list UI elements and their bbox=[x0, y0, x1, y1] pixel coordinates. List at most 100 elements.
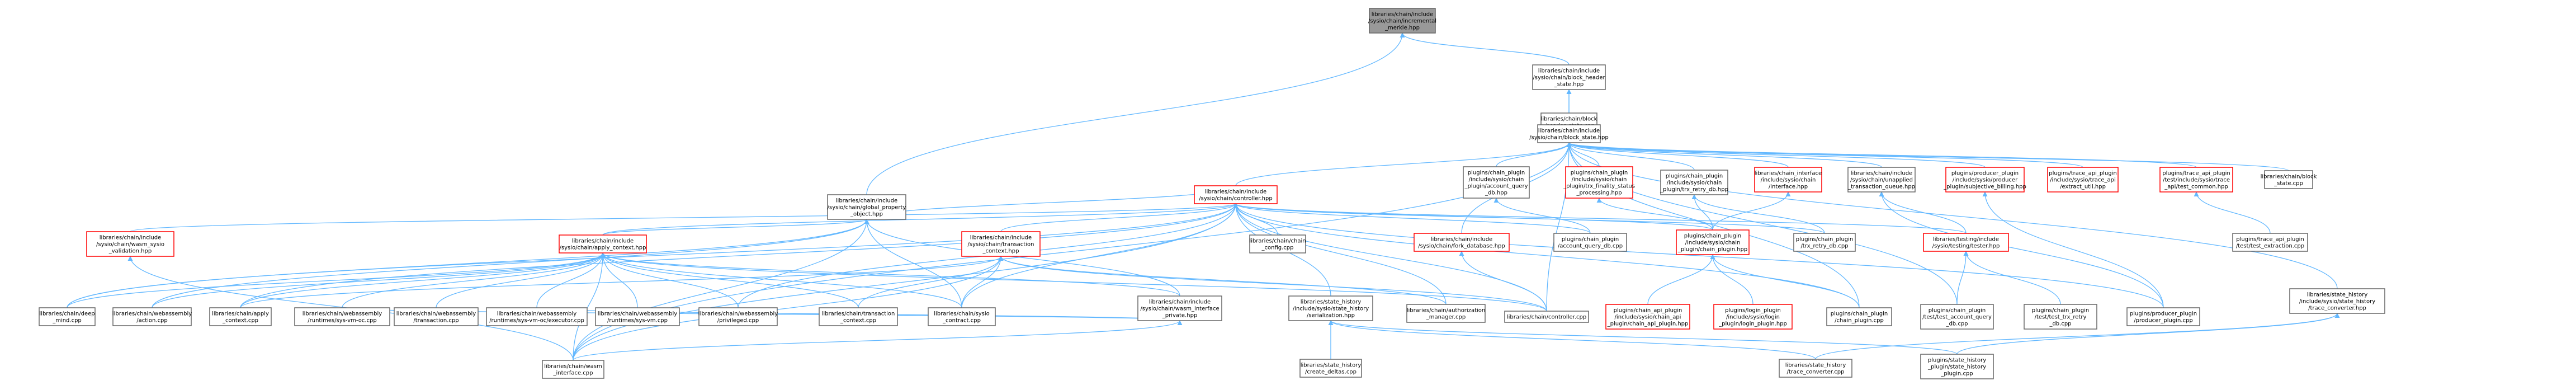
node-label-line: libraries/chain/include bbox=[572, 238, 634, 245]
graph-node-deep-mind[interactable]: libraries/chain/deep_mind.cpp bbox=[39, 307, 96, 326]
node-label-line: libraries/chain/webassembly bbox=[497, 311, 576, 317]
node-label-line: plugins/trace_api_plugin bbox=[2049, 171, 2117, 177]
graph-node-apply-cpp[interactable]: libraries/chain/apply_context.cpp bbox=[209, 307, 272, 326]
graph-node-bhs[interactable]: libraries/chain/include/sysio/chain/bloc… bbox=[1532, 64, 1606, 90]
node-label-line: /transaction.cpp bbox=[413, 318, 459, 324]
dependency-edge bbox=[573, 256, 1004, 361]
graph-node-fin[interactable]: plugins/chain_plugin/include/sysio/chain… bbox=[1563, 166, 1635, 199]
graph-node-ci[interactable]: libraries/chain_interface/include/sysio/… bbox=[1754, 167, 1822, 192]
node-label-line: _api/test_common.hpp bbox=[2164, 184, 2228, 190]
node-label-line: _db.cpp bbox=[2049, 321, 2071, 327]
graph-node-cp-cpp[interactable]: plugins/chain_plugin/chain_plugin.cpp bbox=[1826, 307, 1892, 326]
node-label-line: libraries/chain/deep bbox=[39, 311, 94, 317]
node-box bbox=[1532, 64, 1606, 90]
node-label-line: _merkle.hpp bbox=[1384, 25, 1420, 31]
graph-node-prod-cpp[interactable]: plugins/producer_plugin/producer_plugin.… bbox=[2126, 307, 2200, 326]
graph-node-sys-vm-oc[interactable]: libraries/chain/webassembly/runtimes/sys… bbox=[294, 307, 390, 326]
graph-node-root[interactable]: libraries/chain/include/sysio/chain/incr… bbox=[1368, 8, 1436, 34]
graph-node-ctrl[interactable]: libraries/chain/include/sysio/chain/cont… bbox=[1194, 185, 1278, 204]
graph-node-trace-conv[interactable]: libraries/state_history/include/sysio/st… bbox=[2289, 288, 2385, 314]
graph-node-trx-retry-cpp[interactable]: plugins/chain_plugin/trx_retry_db.cpp bbox=[1793, 233, 1856, 252]
graph-node-wasm-iface-priv[interactable]: libraries/chain/include/sysio/chain/wasm… bbox=[1137, 295, 1222, 321]
graph-node-acq-cpp[interactable]: plugins/chain_plugin/account_query_db.cp… bbox=[1553, 233, 1627, 252]
graph-node-test-acq[interactable]: plugins/chain_plugin/test/test_account_q… bbox=[1920, 304, 1994, 330]
graph-node-cp-hpp[interactable]: plugins/chain_plugin/include/sysio/chain… bbox=[1676, 229, 1750, 255]
dependency-edge bbox=[1596, 198, 1713, 231]
graph-node-apply-ctx[interactable]: libraries/chain/include/sysio/chain/appl… bbox=[559, 234, 647, 253]
graph-node-sys-vm-exec[interactable]: libraries/chain/webassembly/runtimes/sys… bbox=[486, 307, 588, 326]
graph-node-wasm-action[interactable]: libraries/chain/webassembly/action.cpp bbox=[112, 307, 192, 326]
node-label-line: plugins/chain_plugin bbox=[1796, 237, 1854, 243]
node-box bbox=[961, 231, 1041, 257]
graph-node-acq[interactable]: plugins/chain_plugin/include/sysio/chain… bbox=[1463, 166, 1530, 199]
graph-node-create-deltas[interactable]: libraries/state_history/create_deltas.cp… bbox=[1299, 359, 1362, 378]
graph-node-chain-api[interactable]: plugins/chain_api_plugin/include/sysio/c… bbox=[1605, 304, 1690, 330]
node-label-line: /interface.hpp bbox=[1769, 184, 1808, 190]
node-label-line: /extract_util.hpp bbox=[2060, 184, 2106, 190]
dependency-edge bbox=[1493, 198, 1591, 234]
node-box bbox=[2264, 170, 2313, 189]
graph-node-utq[interactable]: libraries/chain/include/sysio/chain/unap… bbox=[1847, 167, 1916, 192]
graph-node-gpo[interactable]: libraries/chain/include/sysio/chain/glob… bbox=[827, 194, 906, 220]
graph-node-trace-test[interactable]: plugins/trace_api_plugin/test/include/sy… bbox=[2159, 167, 2233, 192]
node-label-line: plugins/state_history bbox=[1928, 358, 1986, 364]
graph-node-test-trx-retry[interactable]: plugins/chain_plugin/test/test_trx_retry… bbox=[2024, 304, 2097, 330]
graph-node-prod-sub[interactable]: plugins/producer_plugin/include/sysio/pr… bbox=[1943, 167, 2026, 192]
dependency-edge bbox=[1496, 142, 1572, 167]
node-box bbox=[112, 307, 192, 326]
node-label-line: /test/include/sysio/trace bbox=[2163, 177, 2230, 184]
graph-node-trxdb[interactable]: plugins/chain_plugin/include/sysio/chain… bbox=[1660, 170, 1728, 195]
graph-node-bs[interactable]: libraries/chain/include/sysio/chain/bloc… bbox=[1529, 124, 1609, 143]
graph-node-wasm-val[interactable]: libraries/chain/include/sysio/chain/wasm… bbox=[86, 231, 174, 257]
node-label-line: _plugin/account_query bbox=[1464, 184, 1528, 190]
dependency-edge bbox=[152, 219, 869, 308]
graph-node-chain-cfg[interactable]: libraries/chain/chain_config.cpp bbox=[1249, 234, 1306, 253]
graph-node-ctrl-cpp[interactable]: libraries/chain/controller.cpp bbox=[1504, 311, 1589, 323]
graph-node-wasm-iface-cpp[interactable]: libraries/chain/wasm_interface.cpp bbox=[542, 360, 604, 379]
graph-node-trace-ext[interactable]: plugins/trace_api_plugin/include/sysio/t… bbox=[2047, 167, 2119, 192]
graph-node-login[interactable]: plugins/login_plugin/include/sysio/login… bbox=[1713, 304, 1793, 330]
node-label-line: /runtimes/sys-vm.cpp bbox=[607, 318, 668, 324]
node-label-line: _transaction_queue.hpp bbox=[1847, 184, 1915, 190]
graph-node-fork-db[interactable]: libraries/chain/include/sysio/chain/fork… bbox=[1414, 233, 1510, 252]
graph-node-sh-plugin[interactable]: plugins/state_history_plugin/state_histo… bbox=[1920, 354, 1994, 379]
node-label-line: /runtimes/sys-vm-oc/executor.cpp bbox=[489, 318, 584, 324]
node-label-line: plugins/chain_plugin bbox=[1468, 170, 1525, 176]
node-label-line: libraries/state_history bbox=[2307, 292, 2368, 298]
dependency-edge bbox=[602, 203, 1239, 236]
node-label-line: _plugin/trx_retry_db.hpp bbox=[1660, 187, 1728, 193]
node-box bbox=[1923, 233, 2009, 252]
graph-node-wasm-txn[interactable]: libraries/chain/webassembly/transaction.… bbox=[394, 307, 479, 326]
node-label-line: libraries/chain/webassembly bbox=[598, 311, 677, 317]
dependency-edge bbox=[1328, 320, 1816, 360]
graph-node-auth-mgr[interactable]: libraries/chain/authorization_manager.cp… bbox=[1406, 304, 1486, 323]
node-label-line: /test/test_account_query bbox=[1922, 314, 1992, 321]
node-label-line: _contract.cpp bbox=[942, 318, 981, 324]
node-label-line: libraries/state_history bbox=[1301, 363, 1362, 369]
graph-node-trace-conv-cpp[interactable]: libraries/state_history/trace_converter.… bbox=[1779, 359, 1852, 378]
dependency-edge bbox=[573, 252, 606, 361]
node-box bbox=[1414, 233, 1510, 252]
node-label-line: libraries/chain/wasm bbox=[544, 364, 602, 370]
graph-node-sysio-contract[interactable]: libraries/chain/sysio_contract.cpp bbox=[928, 307, 996, 326]
dependency-edge bbox=[1712, 191, 1791, 231]
graph-node-bs-cpp[interactable]: libraries/chain/block_state.cpp bbox=[2261, 170, 2317, 189]
graph-node-trace-extract-cpp[interactable]: plugins/trace_api_plugin/test/test_extra… bbox=[2232, 233, 2308, 252]
node-label-line: /trace_converter.cpp bbox=[1787, 369, 1845, 375]
graph-node-sh-ser[interactable]: libraries/state_history/include/sysio/st… bbox=[1288, 295, 1373, 321]
graph-node-txn-ctx[interactable]: libraries/chain/include/sysio/chain/tran… bbox=[961, 231, 1041, 257]
node-label-line: /include/sysio/chain_api bbox=[1615, 314, 1681, 321]
graph-node-txn-ctx-cpp[interactable]: libraries/chain/transaction_context.cpp bbox=[819, 307, 898, 326]
graph-node-tester[interactable]: libraries/testing/include/sysio/testing/… bbox=[1923, 233, 2009, 252]
node-label-line: _mind.cpp bbox=[52, 318, 82, 324]
node-label-line: libraries/chain/transaction bbox=[822, 311, 895, 317]
node-label-line: plugins/producer_plugin bbox=[1951, 171, 2019, 177]
graph-node-wasm-priv[interactable]: libraries/chain/webassembly/privileged.c… bbox=[698, 307, 778, 326]
dependency-edge bbox=[1566, 142, 2083, 168]
node-box bbox=[1945, 167, 2025, 192]
node-box bbox=[1194, 185, 1278, 204]
node-label-line: libraries/chain/include bbox=[1205, 189, 1266, 195]
node-label-line: plugins/chain_plugin bbox=[1929, 308, 1986, 314]
graph-node-sys-vm[interactable]: libraries/chain/webassembly/runtimes/sys… bbox=[595, 307, 680, 326]
node-label-line: _context.hpp bbox=[982, 248, 1019, 255]
